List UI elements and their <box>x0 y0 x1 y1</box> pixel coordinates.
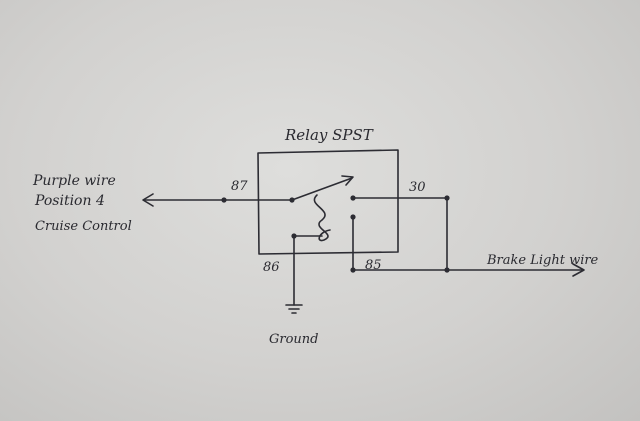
position-label: Position 4 <box>35 193 105 209</box>
pin-85-label: 85 <box>365 258 382 273</box>
switch-arm <box>291 177 353 201</box>
cruise-control-label: Cruise Control <box>35 219 132 234</box>
purple-wire-label: Purple wire <box>33 173 116 189</box>
relay-coil <box>313 194 331 242</box>
relay-title: Relay SPST <box>285 126 373 144</box>
brake-junction-dot <box>444 267 450 273</box>
pin-87-terminal-dot <box>221 197 227 203</box>
purple-wire-arrowhead <box>142 193 154 207</box>
relay-box <box>257 149 399 255</box>
pin-86-label: 86 <box>263 260 280 275</box>
switch-arm-arrowhead <box>341 175 354 186</box>
brake-light-wire-label: Brake Light wire <box>487 253 599 268</box>
pin-30-label: 30 <box>409 180 426 195</box>
brake-light-arrowhead <box>572 263 585 277</box>
pin-87-label: 87 <box>231 179 248 194</box>
ground-label: Ground <box>269 332 319 347</box>
